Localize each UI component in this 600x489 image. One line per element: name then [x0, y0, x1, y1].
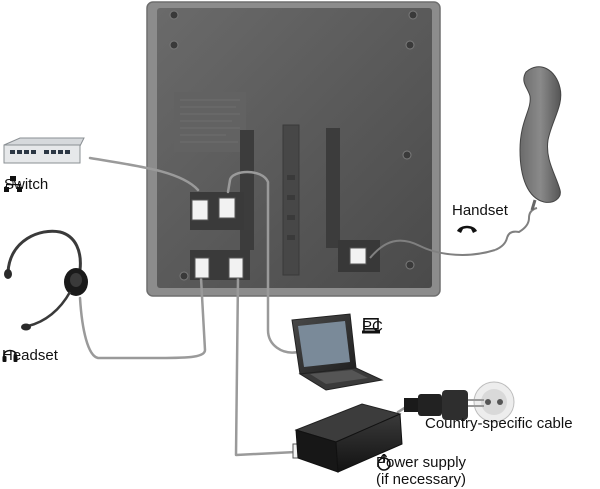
coiled-cord [369, 207, 538, 259]
laptop-device [291, 313, 384, 391]
pc-label-group: PC [362, 318, 392, 335]
switch-device [3, 137, 85, 164]
power-label-group: Power supply (if necessary) [376, 454, 475, 488]
headset-device [4, 229, 88, 331]
cables [78, 156, 412, 457]
switch-label-group: Switch [4, 176, 57, 193]
power-plug [404, 381, 515, 423]
phone-base [146, 1, 441, 297]
cable-label: Country-specific cable [425, 415, 573, 432]
power-label-line1: Power supply [376, 454, 467, 471]
headset-label-group: Headset [2, 347, 67, 364]
power-label-line2: (if necessary) [376, 471, 467, 488]
handset-label: Handset [452, 202, 508, 219]
handset-device [519, 66, 562, 211]
power-supply-device [294, 403, 403, 473]
